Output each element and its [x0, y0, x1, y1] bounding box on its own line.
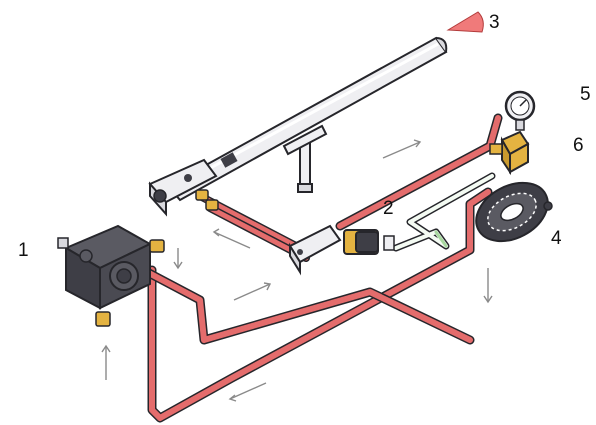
oil-filter [475, 181, 553, 243]
callout-6: 6 [573, 135, 584, 156]
callout-5: 5 [580, 84, 591, 105]
callout-1: 1 [18, 240, 29, 261]
flow-arrows [101, 139, 493, 402]
flow-arrow-icon [228, 382, 267, 402]
flow-arrow-icon [101, 344, 111, 380]
flow-arrow-icon [382, 139, 422, 159]
flow-arrow-icon [233, 282, 272, 301]
nozzle-spray-cone [446, 11, 484, 33]
nozzle-adapter-block [148, 158, 219, 217]
fuel-lines [123, 113, 503, 423]
callout-2: 2 [383, 198, 394, 219]
fuel-pump [57, 224, 165, 327]
solenoid-valve [343, 229, 395, 255]
flow-arrow-icon [483, 268, 493, 304]
pressure-gauge [504, 90, 536, 131]
valve-block [288, 224, 342, 276]
callout-3: 3 [489, 12, 500, 33]
callout-4: 4 [551, 228, 562, 249]
tee-fitting [489, 130, 530, 176]
flow-arrow-icon [173, 248, 183, 270]
electrode-stem [282, 124, 328, 193]
flow-arrow-icon [212, 228, 251, 249]
